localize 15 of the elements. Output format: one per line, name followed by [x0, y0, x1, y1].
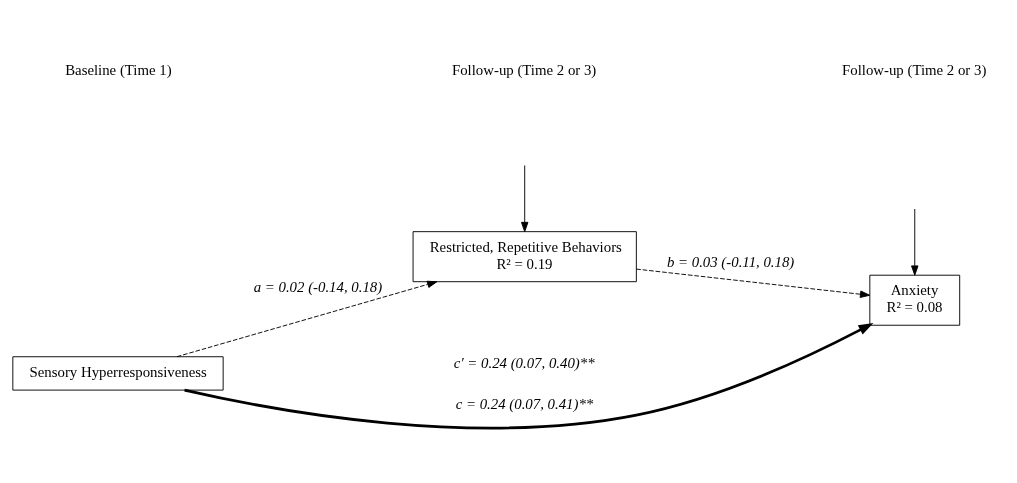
edge-label: b = 0.03 (-0.11, 0.18) — [666, 253, 795, 270]
node-box: Restricted, Repetitive Behaviors R² = 0.19 — [412, 231, 637, 283]
node-box: Anxiety R² = 0.08 — [869, 274, 961, 326]
label: c′ = 0.24 (0.07, 0.40)** — [453, 354, 595, 371]
node-box: Sensory Hyperresponsiveness — [12, 356, 224, 391]
arrow — [184, 322, 874, 430]
arrow — [635, 268, 871, 298]
arrow — [176, 280, 438, 358]
arrow — [521, 165, 529, 233]
arrow — [911, 208, 919, 276]
label: Follow-up (Time 2 or 3) — [451, 61, 597, 78]
label: Follow-up (Time 2 or 3) — [842, 61, 987, 78]
label: Baseline (Time 1) — [65, 61, 172, 78]
edge-label: a = 0.02 (-0.14, 0.18) — [253, 278, 383, 295]
edge-label: c = 0.24 (0.07, 0.41)** — [455, 396, 594, 413]
